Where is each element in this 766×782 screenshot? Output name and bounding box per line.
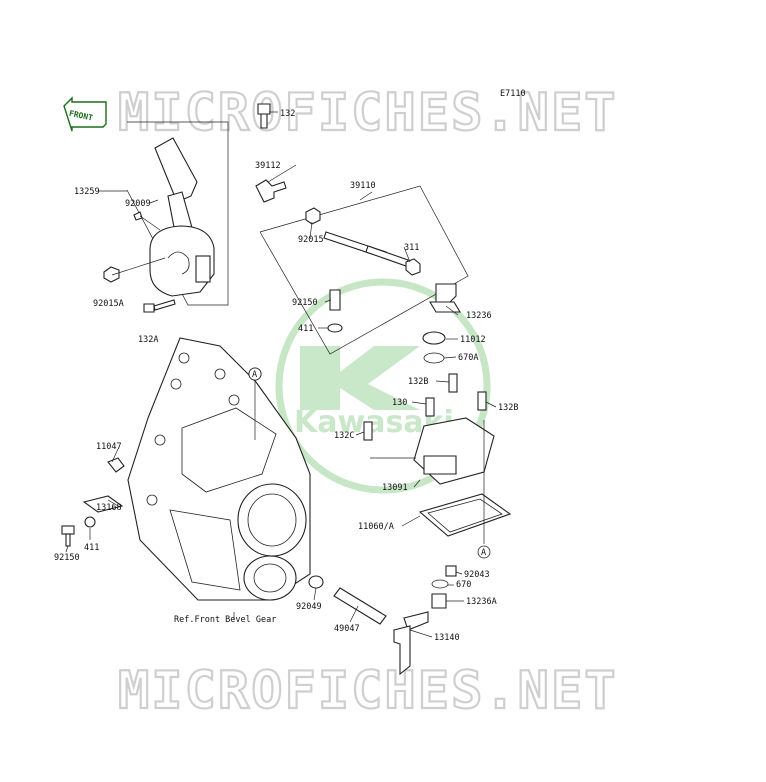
part-label-92150-upper: 92150 — [292, 298, 318, 308]
part-label-13140: 13140 — [434, 633, 460, 643]
part-label-92150-lower: 92150 — [54, 553, 80, 563]
part-label-92015: 92015 — [298, 235, 324, 245]
front-arrow-icon: FRONT — [63, 96, 107, 132]
part-label-132b-right: 132B — [498, 403, 518, 413]
diagram-code: E7110 — [500, 89, 526, 99]
leader-lines — [65, 164, 497, 638]
part-label-92009: 92009 — [125, 199, 151, 209]
reference-note: Ref.Front Bevel Gear — [174, 615, 276, 625]
part-label-670a: 670A — [458, 353, 478, 363]
watermark-bottom: MICROFICHES.NET — [118, 661, 618, 721]
part-label-11060a: 11060/A — [358, 522, 394, 532]
part-label-92049: 92049 — [296, 602, 322, 612]
part-label-130: 130 — [392, 398, 407, 408]
part-label-13236a: 13236A — [466, 597, 497, 607]
watermark-top: MICROFICHES.NET — [118, 83, 618, 143]
part-label-13091: 13091 — [382, 483, 408, 493]
shift-shaft — [308, 575, 387, 625]
callout-a-lower: A — [477, 545, 491, 559]
part-label-411-upper: 411 — [298, 324, 313, 334]
part-label-11047: 11047 — [96, 442, 122, 452]
shift-cover-assembly — [363, 331, 512, 676]
part-label-670: 670 — [456, 580, 471, 590]
part-label-39112: 39112 — [255, 161, 281, 171]
shift-rod-assembly — [255, 179, 469, 355]
part-label-49047: 49047 — [334, 624, 360, 634]
part-label-311: 311 — [404, 243, 419, 253]
part-label-11012: 11012 — [460, 335, 486, 345]
callout-a-upper-label: A — [252, 370, 257, 380]
part-label-132b-left: 132B — [408, 377, 428, 387]
crankcase — [61, 337, 311, 620]
part-label-411-lower: 411 — [84, 543, 99, 553]
callout-a-upper: A — [248, 367, 262, 381]
part-label-39110: 39110 — [350, 181, 376, 191]
part-label-13168: 13168 — [96, 503, 122, 513]
part-label-92015a: 92015A — [93, 299, 124, 309]
part-label-92043: 92043 — [464, 570, 490, 580]
shift-lever-assembly — [103, 103, 278, 313]
part-label-132c: 132C — [334, 431, 354, 441]
part-label-13236: 13236 — [466, 311, 492, 321]
part-label-132: 132 — [280, 109, 295, 119]
part-label-13259: 13259 — [74, 187, 100, 197]
part-label-132a: 132A — [138, 335, 158, 345]
callout-a-lower-label: A — [481, 548, 486, 558]
